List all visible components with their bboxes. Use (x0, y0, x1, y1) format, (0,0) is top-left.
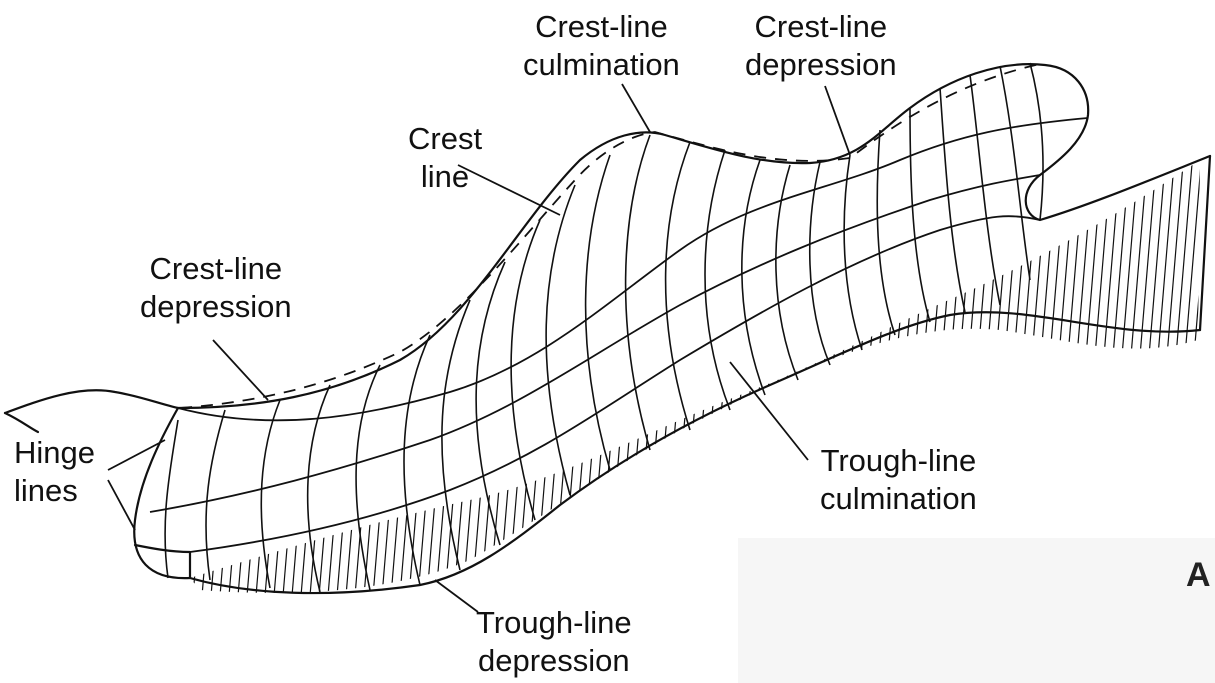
label-crest-line-depression-left: Crest-line depression (140, 250, 292, 326)
label-hinge-lines: Hinge lines (14, 434, 95, 510)
hatch-stroke (1127, 140, 1167, 620)
lower-flank-hatching (110, 140, 1215, 620)
hatch-stroke (227, 140, 267, 620)
hatch-stroke (623, 140, 663, 620)
hatch-stroke (821, 140, 861, 620)
hatch-stroke (650, 140, 690, 620)
hatch-stroke (524, 140, 564, 620)
hatch-stroke (758, 140, 798, 620)
label-crest-line: Crest line (408, 120, 482, 196)
hatch-stroke (605, 140, 645, 620)
hatch-stroke (767, 140, 807, 620)
hatch-stroke (803, 140, 843, 620)
hatch-stroke (362, 140, 402, 620)
hatch-stroke (1136, 140, 1176, 620)
hatch-stroke (938, 140, 978, 620)
hatch-stroke (407, 140, 447, 620)
label-trough-line-depression: Trough-line depression (476, 604, 632, 680)
hatch-stroke (632, 140, 672, 620)
hatch-stroke (245, 140, 285, 620)
hatch-stroke (551, 140, 591, 620)
hatch-stroke (452, 140, 492, 620)
hatch-stroke (1118, 140, 1158, 620)
hatch-stroke (911, 140, 951, 620)
hatch-stroke (920, 140, 960, 620)
hatch-stroke (1082, 140, 1122, 620)
hatch-stroke (344, 140, 384, 620)
hatch-stroke (785, 140, 825, 620)
hatch-stroke (812, 140, 852, 620)
hatch-stroke (263, 140, 303, 620)
hatch-stroke (794, 140, 834, 620)
hatch-stroke (1190, 140, 1215, 620)
label-crest-line-depression-right: Crest-line depression (745, 8, 897, 84)
hatch-stroke (299, 140, 339, 620)
hatch-stroke (389, 140, 429, 620)
hatch-stroke (947, 140, 987, 620)
fold-surface-outline (5, 64, 1210, 593)
hatch-stroke (416, 140, 456, 620)
hatch-stroke (281, 140, 321, 620)
hatch-stroke (155, 140, 195, 620)
hatch-stroke (1181, 140, 1215, 620)
hatch-stroke (1100, 140, 1140, 620)
hatch-stroke (1091, 140, 1131, 620)
crest-line-dashed (180, 64, 1040, 408)
label-crest-line-culmination: Crest-line culmination (523, 8, 680, 84)
hatch-stroke (587, 140, 627, 620)
hatch-stroke (974, 140, 1014, 620)
label-trough-line-culmination: Trough-line culmination (820, 442, 977, 518)
hatch-stroke (1055, 140, 1095, 620)
hatch-stroke (830, 140, 870, 620)
hatch-stroke (956, 140, 996, 620)
hatch-stroke (506, 140, 546, 620)
hatch-stroke (236, 140, 276, 620)
hatch-stroke (110, 140, 150, 620)
hatch-stroke (902, 140, 942, 620)
hatch-stroke (290, 140, 330, 620)
hatch-stroke (659, 140, 699, 620)
hatch-stroke (191, 140, 231, 620)
hatch-stroke (668, 140, 708, 620)
hatch-stroke (425, 140, 465, 620)
hatch-stroke (1154, 140, 1194, 620)
hatch-stroke (1145, 140, 1185, 620)
hatch-stroke (164, 140, 204, 620)
hatch-stroke (398, 140, 438, 620)
hatch-stroke (1109, 140, 1149, 620)
hatch-stroke (992, 140, 1032, 620)
hatch-stroke (254, 140, 294, 620)
hatch-stroke (983, 140, 1023, 620)
hatch-stroke (569, 140, 609, 620)
hatch-stroke (884, 140, 924, 620)
hatch-stroke (695, 140, 735, 620)
hatch-stroke (1037, 140, 1077, 620)
hatch-stroke (1073, 140, 1113, 620)
hatch-stroke (677, 140, 717, 620)
panel-letter: A (1186, 556, 1211, 595)
hatch-stroke (434, 140, 474, 620)
hatch-stroke (722, 140, 762, 620)
hatch-stroke (848, 140, 888, 620)
hatch-stroke (578, 140, 618, 620)
hatch-stroke (1163, 140, 1203, 620)
hatch-stroke (1064, 140, 1104, 620)
hatch-stroke (371, 140, 411, 620)
hatch-stroke (1019, 140, 1059, 620)
hatch-stroke (488, 140, 528, 620)
hatch-stroke (272, 140, 312, 620)
hatch-stroke (866, 140, 906, 620)
